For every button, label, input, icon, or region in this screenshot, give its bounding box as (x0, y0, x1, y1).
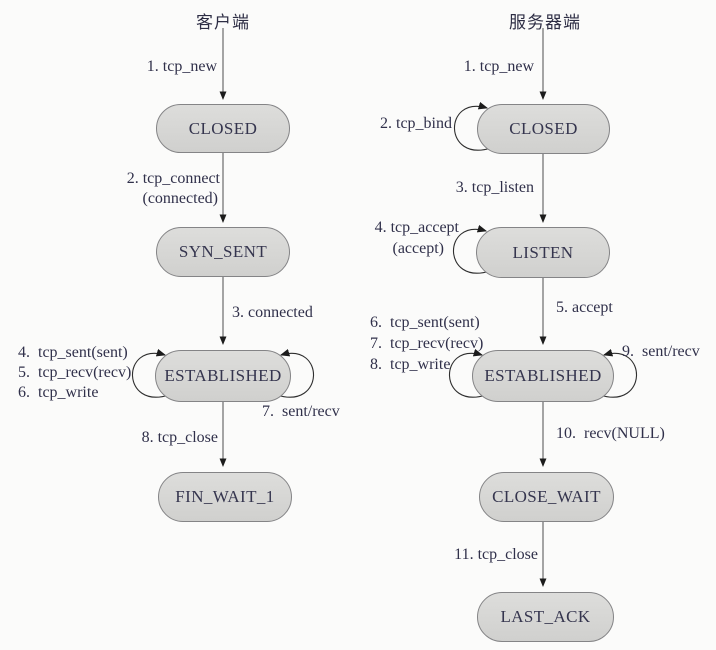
server-label-recv-null: 10. recv(NULL) (556, 425, 665, 442)
server-state-established: ESTABLISHED (472, 350, 614, 402)
server-state-last-ack: LAST_ACK (477, 592, 614, 642)
server-state-closed-label: CLOSED (509, 119, 578, 138)
server-label-tcp-accept: 4. tcp_accept (374, 219, 459, 236)
server-label-accept-paren: (accept) (392, 240, 444, 257)
server-label-tcp-write: 8. tcp_write (370, 356, 451, 373)
server-state-close-wait-label: CLOSE_WAIT (492, 487, 601, 506)
client-label-tcp-recv: 5. tcp_recv(recv) (18, 364, 132, 381)
client-state-established-label: ESTABLISHED (164, 366, 282, 385)
server-column-title: 服务器端 (509, 13, 581, 32)
server-state-closed: CLOSED (477, 104, 610, 154)
client-label-tcp-connect: 2. tcp_connect (126, 170, 220, 187)
client-state-syn-sent-label: SYN_SENT (178, 242, 268, 261)
client-state-closed-label: CLOSED (188, 118, 258, 138)
client-label-tcp-sent: 4. tcp_sent(sent) (18, 344, 128, 361)
client-state-fin-wait-1: FIN_WAIT_1 (158, 472, 292, 522)
server-label-tcp-bind: 2. tcp_bind (380, 115, 452, 132)
server-label-tcp-sent: 6. tcp_sent(sent) (370, 314, 480, 331)
client-state-established: ESTABLISHED (155, 350, 291, 402)
server-label-sent-recv: 9. sent/recv (622, 343, 700, 360)
server-label-tcp-listen: 3. tcp_listen (455, 179, 534, 196)
server-established-left-loop (449, 348, 487, 398)
server-established-right-loop (599, 348, 637, 398)
server-state-listen-label: LISTEN (512, 242, 574, 262)
client-label-tcp-write: 6. tcp_write (18, 384, 99, 401)
client-state-fin-wait-1-label: FIN_WAIT_1 (175, 487, 275, 506)
client-label-tcp-new: 1. tcp_new (146, 58, 217, 75)
server-label-tcp-recv: 7. tcp_recv(recv) (370, 335, 484, 352)
client-established-right-loop (276, 348, 314, 398)
client-label-connected-paren: (connected) (142, 190, 218, 207)
server-state-last-ack-label: LAST_ACK (500, 607, 591, 626)
server-label-tcp-close: 11. tcp_close (454, 546, 538, 563)
client-label-tcp-close: 8. tcp_close (141, 429, 218, 446)
server-state-established-label: ESTABLISHED (484, 366, 602, 385)
client-label-sent-recv: 7. sent/recv (262, 403, 340, 420)
client-established-left-loop (132, 348, 170, 398)
client-state-syn-sent: SYN_SENT (156, 227, 290, 277)
server-label-accept: 5. accept (556, 299, 613, 316)
server-listen-loop (453, 224, 491, 274)
self-loops (132, 101, 637, 398)
client-label-connected: 3. connected (232, 304, 313, 321)
server-state-listen: LISTEN (476, 227, 610, 278)
server-label-tcp-new: 1. tcp_new (463, 58, 534, 75)
server-closed-loop (454, 101, 492, 151)
server-state-close-wait: CLOSE_WAIT (479, 472, 614, 522)
client-column-title: 客户端 (196, 13, 250, 32)
client-state-closed: CLOSED (156, 104, 290, 153)
